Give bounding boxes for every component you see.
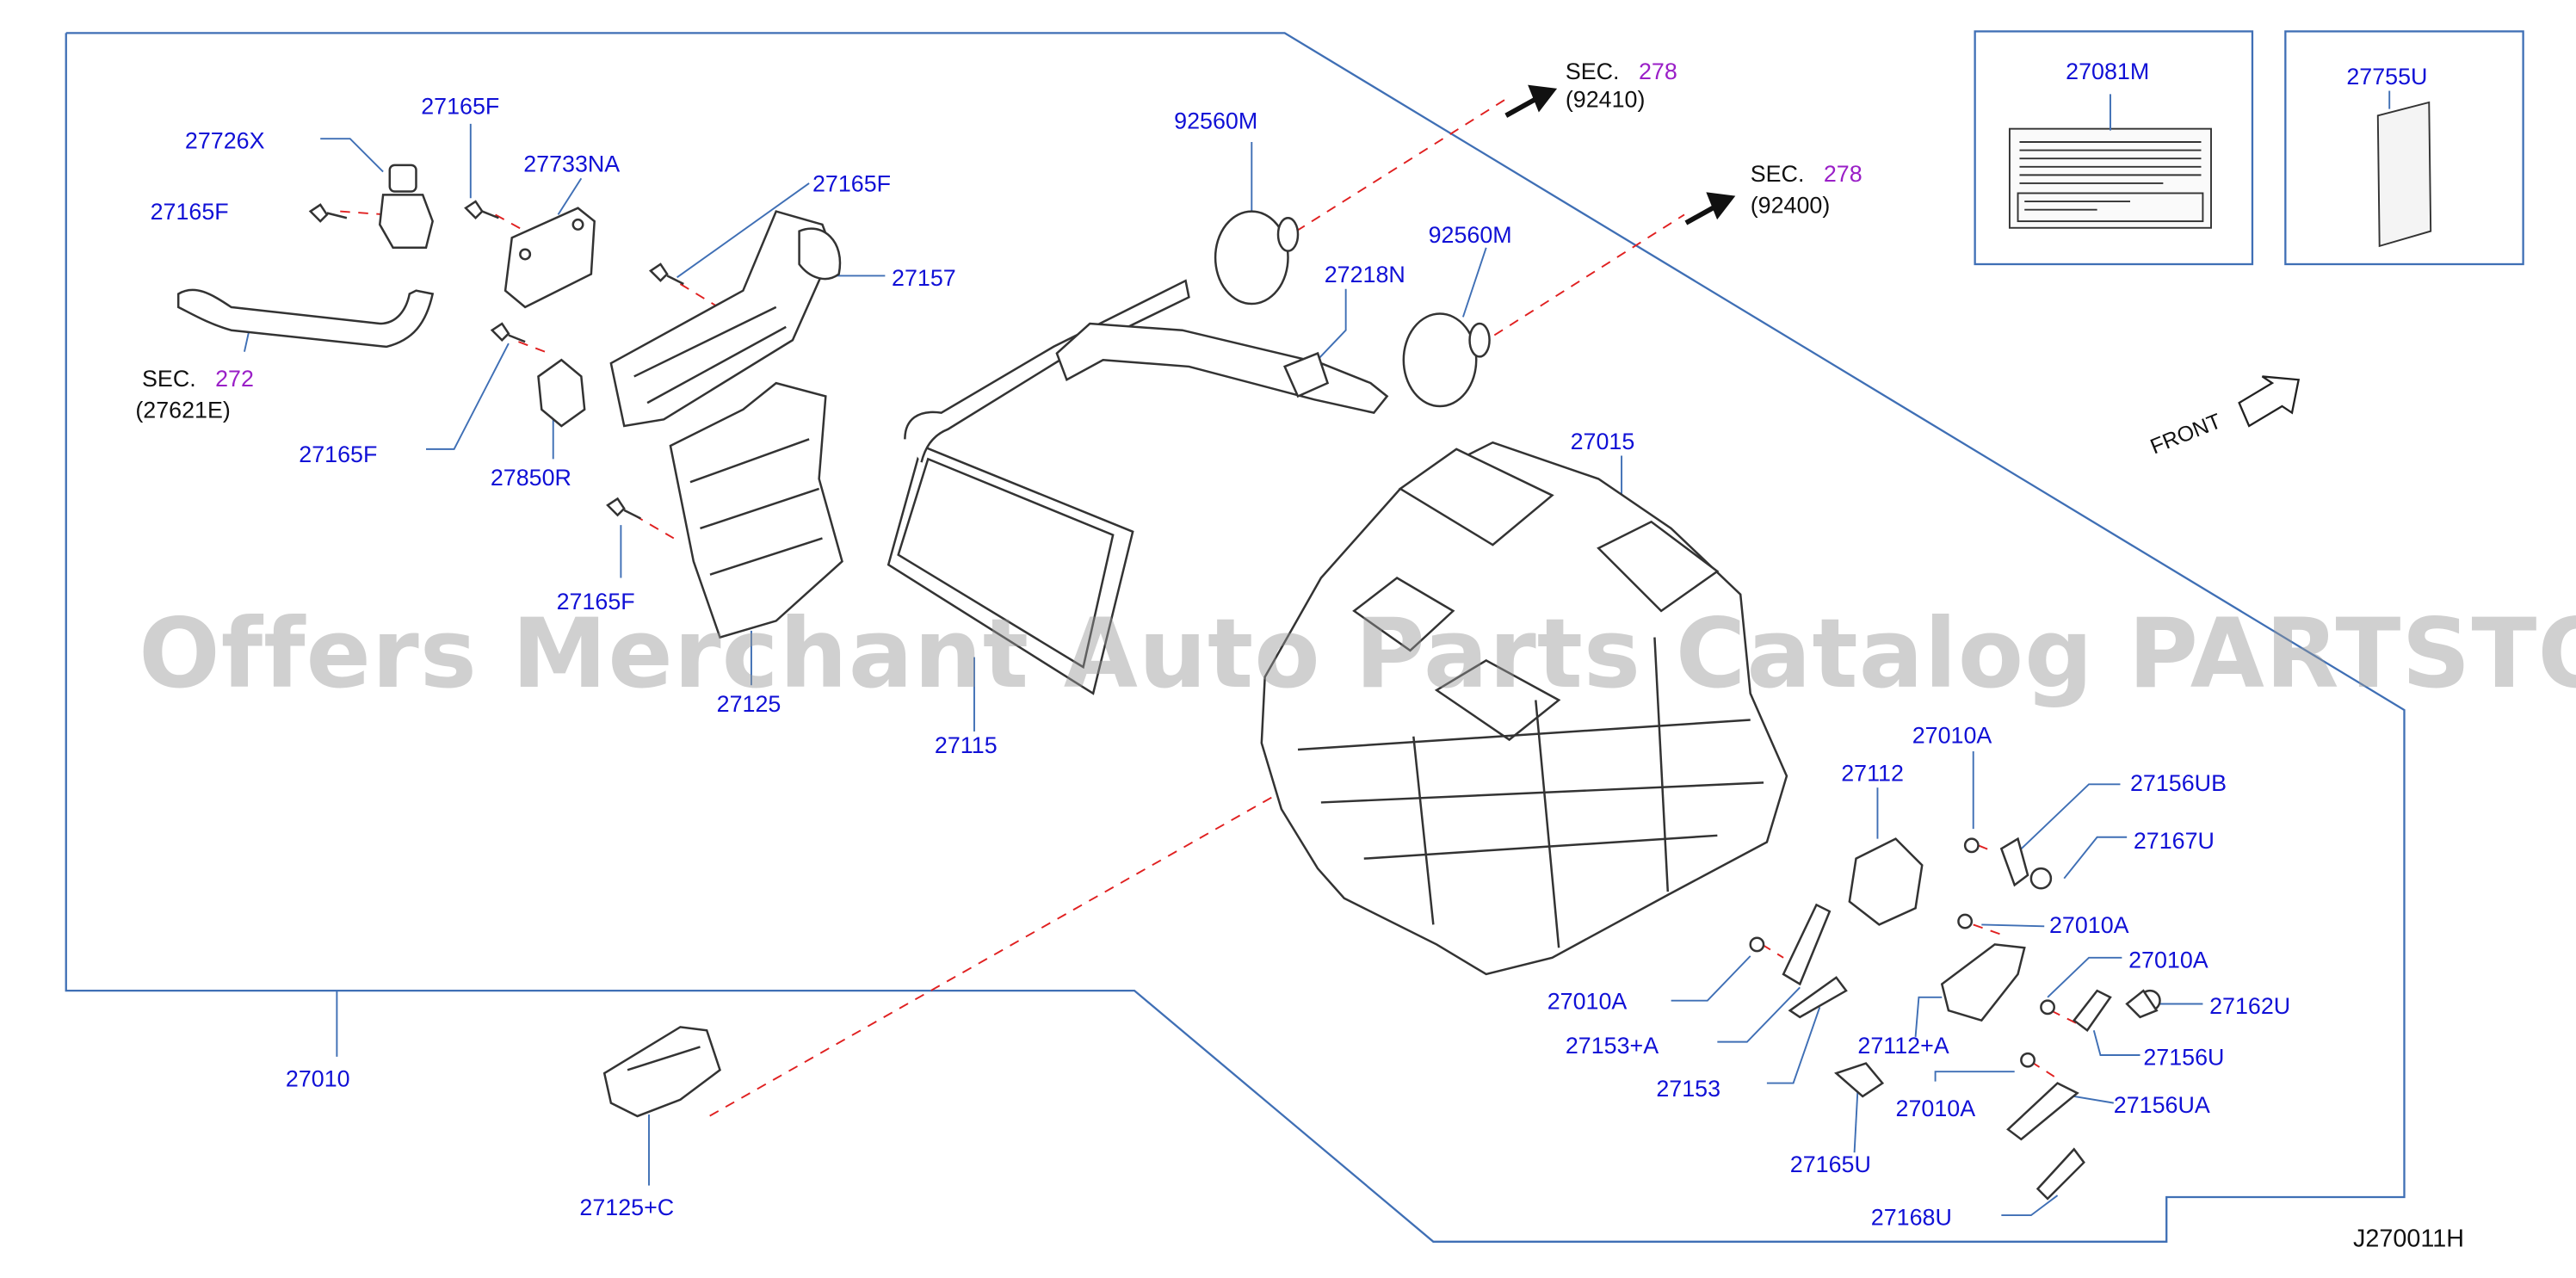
sec-code: (27621E) — [135, 396, 231, 423]
part-label[interactable]: 27165F — [556, 588, 635, 614]
label-box-27755U — [2284, 30, 2524, 266]
part-label[interactable]: 27167U — [2133, 827, 2215, 854]
dashed-leaders — [340, 98, 2085, 1121]
part-label[interactable]: 27010 — [285, 1065, 350, 1092]
part-label[interactable]: 27165F — [299, 441, 378, 467]
caution-label-icon — [2008, 127, 2212, 229]
sec-code: (92400) — [1750, 191, 1831, 219]
sec-word: SEC. — [1750, 160, 1805, 187]
part-label[interactable]: 27157 — [892, 263, 956, 291]
part-label[interactable]: 27156UB — [2129, 769, 2227, 796]
duct-icon — [609, 210, 842, 428]
label-box-27081M — [1974, 30, 2254, 266]
part-label[interactable]: 27010A — [2128, 946, 2208, 973]
sec-ref-92410[interactable]: SEC. 278 — [1566, 58, 1677, 84]
part-label[interactable]: 27115 — [934, 731, 998, 758]
part-label[interactable]: 27112+A — [1857, 1032, 1949, 1059]
foot-duct-icon — [602, 1026, 721, 1118]
water-valve-icon — [378, 164, 434, 250]
part-label[interactable]: 27153 — [1656, 1075, 1721, 1102]
part-label[interactable]: 27125+C — [579, 1194, 675, 1220]
sec-number: 278 — [1823, 160, 1863, 187]
heater-hose-icon — [176, 288, 435, 349]
grommet-icon — [1214, 210, 1491, 408]
part-drawings — [176, 164, 2161, 1201]
clip-icon — [537, 358, 586, 428]
link-lever-icon — [1749, 837, 2161, 1201]
sec-number: 272 — [215, 365, 254, 392]
diagram-code: J270011H — [2353, 1225, 2465, 1254]
heater-case-icon — [669, 381, 843, 639]
screw-icon — [308, 200, 684, 520]
assembly-frame — [65, 32, 2406, 1243]
actuator-icon — [503, 207, 596, 309]
sec-word: SEC. — [141, 365, 196, 392]
part-label[interactable]: 27726X — [184, 127, 265, 154]
part-label[interactable]: 27165F — [150, 198, 229, 225]
part-label[interactable]: 27168U — [1870, 1203, 1952, 1231]
sec-code: (92410) — [1565, 85, 1646, 113]
sec-word: SEC. — [1565, 58, 1620, 84]
part-label[interactable]: 92560M — [1174, 107, 1258, 134]
part-label[interactable]: 27218N — [1324, 261, 1405, 287]
part-label[interactable]: 27156UA — [2113, 1091, 2210, 1118]
part-label[interactable]: 27112 — [1841, 759, 1904, 787]
front-arrow-icon — [2238, 375, 2301, 428]
sec-ref-92400[interactable]: SEC. 278 — [1751, 160, 1863, 187]
part-label[interactable]: 27733NA — [523, 150, 621, 177]
part-label[interactable]: 27010A — [2048, 911, 2129, 938]
watermark: Offers Merchant Auto Parts Catalog PARTS… — [139, 597, 2576, 710]
part-label[interactable]: 27010A — [1895, 1095, 1976, 1121]
sec-ref-27621E[interactable]: SEC. 272 — [142, 365, 254, 392]
part-label[interactable]: 27081M — [2066, 58, 2150, 84]
filter-label-icon — [2376, 101, 2432, 248]
part-label[interactable]: 27850R — [490, 464, 571, 491]
sec-number: 278 — [1638, 58, 1677, 84]
part-label[interactable]: 27165U — [1789, 1151, 1871, 1177]
part-label[interactable]: 27156U — [2143, 1043, 2225, 1071]
hvac-unit-icon — [1260, 441, 1788, 976]
part-label[interactable]: 27010A — [1547, 987, 1628, 1015]
part-label[interactable]: 27162U — [2209, 992, 2291, 1019]
part-label[interactable]: 27015 — [1570, 427, 1635, 454]
sec-arrow-icons — [1504, 84, 1736, 225]
part-label[interactable]: 27755U — [2346, 62, 2428, 90]
part-label[interactable]: 27165F — [812, 170, 892, 197]
part-label[interactable]: 92560M — [1428, 221, 1512, 248]
part-label[interactable]: 27153+A — [1565, 1032, 1659, 1059]
part-label[interactable]: 27010A — [1912, 721, 1992, 749]
part-label[interactable]: 27165F — [421, 92, 500, 120]
heater-core-icon — [886, 279, 1389, 695]
part-label[interactable]: 27125 — [716, 689, 781, 717]
